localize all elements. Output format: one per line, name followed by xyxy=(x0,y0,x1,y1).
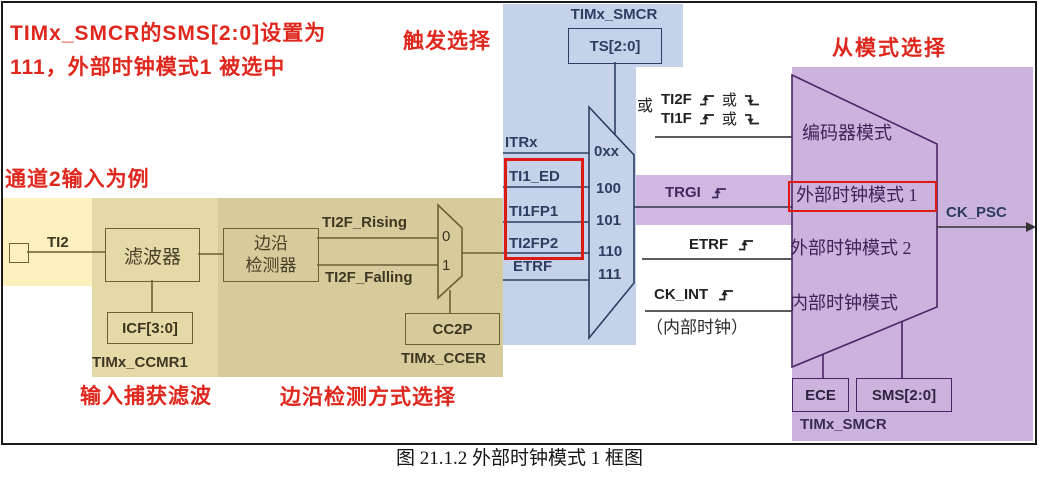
internal-clock-mode-label: 内部时钟模式 xyxy=(790,293,898,313)
rising-edge-icon xyxy=(699,113,714,124)
trigger-selection-label: 触发选择 xyxy=(403,30,491,53)
ti2-input-pin xyxy=(9,243,29,263)
filter-region xyxy=(92,198,218,377)
ti2f-rising-label: TI2F_Rising xyxy=(322,214,408,231)
ck-psc-arrowhead xyxy=(1026,222,1036,232)
trigger-input-etrf: ETRF xyxy=(513,258,553,275)
timx-smcr-top-label: TIMx_SMCR xyxy=(570,6,658,23)
or-label: 或 xyxy=(637,98,654,115)
falling-edge-icon xyxy=(744,94,759,105)
edge-detector-label-l1: 边沿 xyxy=(254,233,288,253)
ck-int-label: CK_INT xyxy=(654,286,709,303)
trigger-input-itrx: ITRx xyxy=(505,134,538,151)
ti2-label: TI2 xyxy=(47,234,69,251)
trigger-input-ti1ed: TI1_ED xyxy=(509,168,560,185)
ck-psc-wire xyxy=(937,222,1036,232)
ece-register-box: ECE xyxy=(792,378,849,412)
ti1f-edge-row: TI1F 或 xyxy=(661,108,760,129)
mux-code-101: 101 xyxy=(596,212,622,229)
highlight-box-trigger-inputs xyxy=(504,158,584,260)
slave-input-wires xyxy=(642,136,792,312)
ti2f-edge-row: TI2F 或 xyxy=(661,89,760,110)
icf-register-box: ICF[3:0] xyxy=(107,312,193,344)
ts-register-box: TS[2:0] xyxy=(568,28,662,64)
external-clock-mode1-label: 外部时钟模式 1 xyxy=(796,185,918,205)
edge-detection-selection-label: 边沿检测方式选择 xyxy=(280,386,456,409)
highlight-box-external-clock-mode1 xyxy=(788,181,937,212)
edge-detector-label-l2: 检测器 xyxy=(245,256,297,275)
trgi-label: TRGI xyxy=(665,184,701,201)
internal-clock-note: （内部时钟） xyxy=(646,318,748,337)
note-line1: TIMx_SMCR的SMS[2:0]设置为 xyxy=(10,22,327,45)
ck-int-row: CK_INT xyxy=(654,286,734,303)
input-capture-filter-label: 输入捕获滤波 xyxy=(80,385,212,408)
channel-input-region xyxy=(3,198,92,286)
polarity-mux-input1-label: 1 xyxy=(442,257,451,274)
trigger-mux-shape xyxy=(588,104,635,341)
rising-edge-icon xyxy=(739,239,754,250)
rising-edge-icon xyxy=(719,289,734,300)
or-label: 或 xyxy=(721,112,737,128)
sms-label: SMS[2:0] xyxy=(871,386,937,404)
figure-caption: 图 21.1.2 外部时钟模式 1 框图 xyxy=(395,448,643,469)
mux-code-100: 100 xyxy=(596,180,622,197)
trgi-highlight-band xyxy=(636,175,792,225)
note-line2: 111，外部时钟模式1 被选中 xyxy=(10,56,286,79)
slave-mode-trapezoid xyxy=(791,73,938,369)
filter-block-label: 滤波器 xyxy=(123,246,181,268)
ts-label: TS[2:0] xyxy=(589,37,641,55)
channel2-example-label: 通道2输入为例 xyxy=(5,168,150,191)
falling-edge-icon xyxy=(744,113,759,124)
edge-detect-region xyxy=(218,198,503,377)
ti2f-label: TI2F xyxy=(661,91,692,108)
ti2f-falling-label: TI2F_Falling xyxy=(325,269,413,286)
trigger-mux-wires xyxy=(503,62,635,341)
or-label: 或 xyxy=(721,93,737,109)
slave-mode-selection-label: 从模式选择 xyxy=(832,37,947,60)
input-stage-wires xyxy=(27,203,503,313)
filter-block: 滤波器 xyxy=(105,228,200,282)
mux-code-111: 111 xyxy=(598,266,622,283)
sms-register-box: SMS[2:0] xyxy=(856,378,952,412)
etrf-label: ETRF xyxy=(689,236,729,253)
cc2p-register-box: CC2P xyxy=(405,313,500,345)
timx-ccmr1-label: TIMx_CCMR1 xyxy=(92,354,188,371)
trigger-input-ti1fp1: TI1FP1 xyxy=(509,203,559,220)
edge-detector-block: 边沿 检测器 xyxy=(223,228,319,282)
polarity-mux-input0-label: 0 xyxy=(442,228,451,245)
trgi-row: TRGI xyxy=(665,184,727,201)
timx-smcr-bottom-label: TIMx_SMCR xyxy=(800,416,887,433)
ece-label: ECE xyxy=(805,386,836,404)
icf-label: ICF[3:0] xyxy=(122,319,178,337)
trigger-input-ti2fp2: TI2FP2 xyxy=(509,235,559,252)
mux-code-0xx: 0xx xyxy=(594,143,620,160)
encoder-mode-label: 编码器模式 xyxy=(802,123,892,143)
external-clock-mode2-label: 外部时钟模式 2 xyxy=(790,238,912,258)
slave-mode-shapes xyxy=(791,73,938,378)
timx-ccer-label: TIMx_CCER xyxy=(401,350,487,367)
ti1f-label: TI1F xyxy=(661,110,692,127)
edge-polarity-mux xyxy=(437,203,463,300)
cc2p-label: CC2P xyxy=(432,320,473,338)
mux-code-110: 110 xyxy=(598,243,623,260)
etrf-row: ETRF xyxy=(689,236,754,253)
rising-edge-icon xyxy=(699,94,714,105)
ck-psc-label: CK_PSC xyxy=(946,204,1007,221)
trigger-select-region-ext xyxy=(636,4,683,67)
trigger-select-region xyxy=(503,4,636,345)
rising-edge-icon xyxy=(711,187,726,198)
figure-border xyxy=(1,1,1037,445)
